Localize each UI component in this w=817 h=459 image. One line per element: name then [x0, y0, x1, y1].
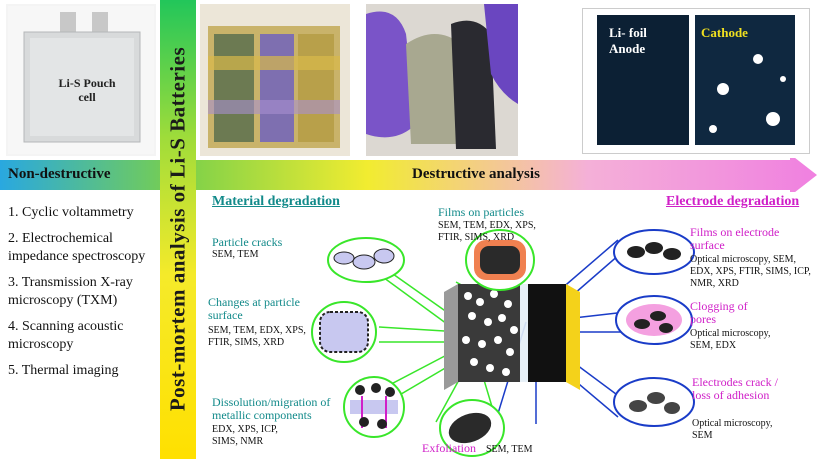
disassembly-photo: [366, 4, 518, 156]
films-on-particles-inset: [465, 229, 535, 291]
list-item: 3. Transmission X-ray microscopy (TXM): [8, 275, 133, 308]
destructive-analysis-label: Destructive analysis: [412, 166, 540, 182]
anode-cathode-image: [597, 15, 795, 145]
page-title: Post-mortem analysis of Li-S Batteries: [165, 46, 190, 412]
films-on-electrode-methods: Optical microscopy, SEM, EDX, XPS, FTIR,…: [690, 254, 811, 289]
degradation-diagram: [311, 229, 695, 457]
list-item: 5. Thermal imaging: [8, 363, 119, 378]
exfoliation-inset: [439, 399, 505, 457]
pouch-cell-photo: Li-S Pouch cell: [6, 4, 156, 156]
exfoliation-title: Exfoliation: [422, 441, 476, 455]
anode-label: Li- foil Anode: [609, 25, 647, 56]
clogging-title: Clogging of pores: [690, 299, 748, 326]
separator-layer: [520, 284, 528, 382]
non-destructive-label: Non-destructive: [8, 166, 111, 182]
dissolution-title: Dissolution/migration of metallic compon…: [212, 395, 331, 422]
pouch-cell-label: Li-S Pouch cell: [58, 76, 116, 104]
electrode-degradation-header: Electrode degradation: [666, 194, 800, 209]
opened-pouch-photo: [200, 4, 350, 156]
films-on-particles-methods: SEM, TEM, EDX, XPS, FTIR, SIMS, XRD: [438, 220, 536, 243]
films-on-electrode-inset: [613, 229, 695, 275]
dissolution-methods: EDX, XPS, ICP, SIMS, NMR: [212, 424, 278, 447]
exfoliation-methods: SEM, TEM: [486, 444, 533, 455]
particle-surface-title: Changes at particle surface: [208, 295, 300, 322]
anode-cathode-photo: Li- foil Anode Cathode: [582, 8, 810, 154]
list-item: 2. Electrochemical impedance spectroscop…: [8, 231, 146, 264]
material-degradation-header: Material degradation: [212, 194, 340, 209]
particle-surface-inset: [311, 301, 377, 363]
clogging-inset: [615, 295, 693, 345]
opened-pouch-image: [200, 4, 350, 156]
particle-surface-methods: SEM, TEM, EDX, XPS, FTIR, SIMS, XRD: [208, 325, 306, 348]
list-item: 4. Scanning acoustic microscopy: [8, 319, 124, 352]
list-item: 1. Cyclic voltammetry: [8, 205, 134, 220]
cathode-label: Cathode: [701, 25, 748, 40]
nondestructive-list: 1. Cyclic voltammetry 2. Electrochemical…: [8, 204, 158, 388]
clogging-methods: Optical microscopy, SEM, EDX: [690, 328, 771, 351]
disassembly-image: [366, 4, 518, 156]
pouch-cell-image: [8, 6, 154, 154]
electrode-crack-methods: Optical microscopy, SEM: [692, 418, 773, 441]
dissolution-inset: [343, 376, 405, 438]
electrode-crack-inset: [613, 377, 695, 427]
anode-layer: [528, 284, 566, 382]
films-on-particles-title: Films on particles: [438, 205, 524, 219]
films-on-electrode-title: Films on electrode surface: [690, 225, 780, 252]
cathode-particles: [462, 290, 518, 376]
vertical-title-bar: [160, 0, 196, 459]
particle-cracks-methods: SEM, TEM: [212, 249, 259, 260]
analysis-arrow: [0, 158, 817, 192]
current-collector-left: [444, 284, 458, 390]
current-collector-right: [566, 284, 580, 390]
electrode-crack-title: Electrodes crack / loss of adhesion: [692, 375, 778, 402]
particle-cracks-inset: [327, 237, 405, 283]
particle-cracks-title: Particle cracks: [212, 235, 283, 249]
